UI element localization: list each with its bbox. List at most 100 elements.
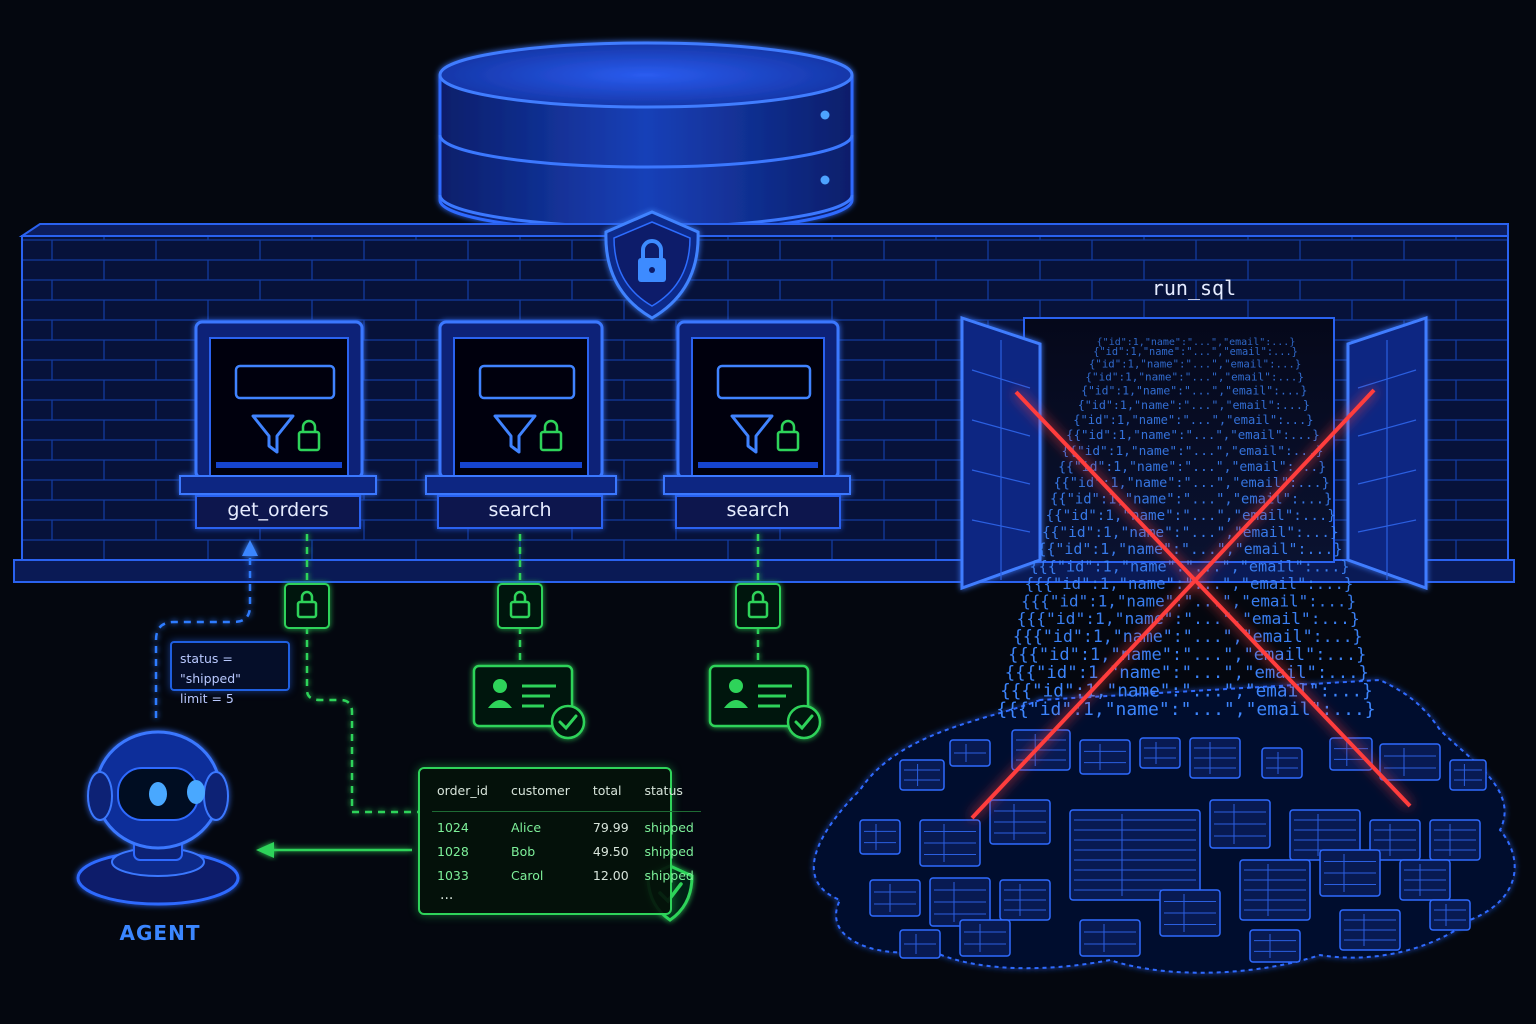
mini-table-icon bbox=[1239, 859, 1311, 921]
cell-total: 79.99 bbox=[592, 820, 629, 835]
data-record-line: {{"id":1,"name":"...","email":...} bbox=[1058, 460, 1326, 475]
mini-table-icon bbox=[1289, 809, 1361, 861]
mini-table-icon bbox=[1429, 819, 1481, 861]
data-flood-records: {"id":1,"name":"...","email":...}{"id":1… bbox=[996, 337, 1375, 720]
data-record-line: {{{"id":1,"name":"...","email":...} bbox=[1025, 575, 1354, 593]
mini-table-icon bbox=[1369, 819, 1421, 861]
param-limit: limit = 5 bbox=[180, 691, 234, 706]
mini-table-icon bbox=[1159, 889, 1221, 937]
result-table: order_id customer total status 1024 Alic… bbox=[432, 779, 701, 884]
mini-table-icon bbox=[1261, 747, 1303, 779]
cell-status: shipped bbox=[644, 820, 694, 835]
mini-table-icon bbox=[869, 879, 921, 917]
data-record-line: {{{"id":1,"name":"...","email":...} bbox=[996, 699, 1375, 720]
data-record-line: {{{"id":1,"name":"...","email":...} bbox=[1008, 645, 1366, 665]
data-record-line: {{"id":1,"name":"...","email":...} bbox=[1042, 525, 1339, 541]
mini-table-icon bbox=[1339, 909, 1401, 951]
mini-table-icon bbox=[929, 877, 991, 927]
data-record-line: {"id":1,"name":"...","email":...} bbox=[1073, 413, 1313, 427]
col-total: total bbox=[587, 779, 640, 812]
blocked-x-icon bbox=[970, 388, 1412, 820]
verified-id-card-icon bbox=[708, 664, 822, 740]
safe-connectors bbox=[305, 534, 760, 814]
col-status: status bbox=[639, 779, 701, 812]
mini-table-icon bbox=[989, 799, 1051, 845]
query-params-box: status = "shipped" limit = 5 bbox=[170, 641, 290, 706]
data-spill-tables bbox=[859, 729, 1487, 963]
lock-icon bbox=[539, 430, 563, 452]
data-record-line: {"id":1,"name":"...","email":...} bbox=[1085, 371, 1304, 384]
cell-customer: Bob bbox=[511, 844, 536, 859]
data-record-line: {"id":1,"name":"...","email":...} bbox=[1078, 398, 1310, 412]
cell-order-id: 1024 bbox=[437, 820, 469, 835]
cell-order-id: 1028 bbox=[437, 844, 469, 859]
mini-table-icon bbox=[1329, 737, 1373, 771]
col-order-id: order_id bbox=[432, 779, 506, 812]
data-record-line: {{"id":1,"name":"...","email":...} bbox=[1053, 475, 1329, 491]
mini-table-icon bbox=[1319, 849, 1381, 897]
lock-icon bbox=[297, 430, 321, 452]
mini-table-icon bbox=[1249, 929, 1301, 963]
verified-id-card-icon bbox=[472, 664, 586, 740]
data-record-line: {{{"id":1,"name":"...","email":...} bbox=[1017, 609, 1360, 628]
mini-table-icon bbox=[899, 929, 941, 959]
mini-table-icon bbox=[959, 919, 1011, 957]
agent-robot-icon bbox=[76, 730, 240, 906]
more-rows-indicator: ... bbox=[440, 887, 454, 903]
request-connector bbox=[154, 540, 258, 718]
table-row: 1024 Alice 79.99 shipped bbox=[432, 812, 701, 837]
mini-table-icon bbox=[1079, 919, 1141, 957]
filter-icon bbox=[493, 414, 537, 454]
param-status: status = "shipped" bbox=[180, 651, 241, 686]
data-record-line: {"id":1,"name":"...","email":...} bbox=[1081, 383, 1307, 397]
mini-table-icon bbox=[899, 759, 945, 791]
agent-label: AGENT bbox=[119, 921, 201, 945]
data-record-line: {{{"id":1,"name":"...","email":...} bbox=[1005, 663, 1369, 683]
cell-customer: Alice bbox=[511, 820, 542, 835]
data-record-line: {{{"id":1,"name":"...","email":...} bbox=[1021, 591, 1356, 610]
data-record-line: {{"id":1,"name":"...","email":...} bbox=[1062, 444, 1324, 459]
mini-table-icon bbox=[1189, 737, 1241, 779]
table-row: 1028 Bob 49.50 shipped bbox=[432, 836, 701, 860]
tool-label-get-orders[interactable]: get_orders bbox=[227, 499, 329, 521]
filter-icon bbox=[251, 414, 295, 454]
data-record-line: {{"id":1,"name":"...","email":...} bbox=[1046, 508, 1336, 524]
mini-table-icon bbox=[1069, 809, 1201, 901]
cell-status: shipped bbox=[644, 868, 694, 883]
cell-customer: Carol bbox=[511, 868, 544, 883]
connector-lock-icon bbox=[735, 583, 781, 629]
tool-label-search-1[interactable]: search bbox=[488, 499, 552, 521]
result-table-card: order_id customer total status 1024 Alic… bbox=[418, 767, 701, 915]
data-record-line: {{{"id":1,"name":"...","email":...} bbox=[1029, 557, 1349, 575]
tool-window-2 bbox=[663, 320, 851, 529]
data-record-line: {"id":1,"name":"...","email":...} bbox=[1089, 357, 1301, 370]
mini-table-icon bbox=[1399, 859, 1451, 901]
mini-table-icon bbox=[919, 819, 981, 867]
mini-table-icon bbox=[999, 879, 1051, 921]
cell-order-id: 1033 bbox=[437, 868, 469, 883]
cell-total: 49.50 bbox=[592, 844, 629, 859]
data-record-line: {{"id":1,"name":"...","email":...} bbox=[1038, 540, 1343, 558]
data-record-line: {"id":1,"name":"...","email":...} bbox=[1097, 337, 1296, 348]
data-record-line: {{"id":1,"name":"...","email":...} bbox=[1050, 491, 1332, 507]
database-icon bbox=[438, 41, 854, 234]
mini-table-icon bbox=[1379, 743, 1441, 781]
cell-status: shipped bbox=[644, 844, 694, 859]
col-customer: customer bbox=[506, 779, 588, 812]
mini-table-icon bbox=[1449, 759, 1487, 791]
mini-table-icon bbox=[949, 739, 991, 767]
security-shield-icon bbox=[604, 210, 700, 320]
data-record-line: {"id":1,"name":"...","email":...} bbox=[1093, 346, 1298, 358]
table-row: 1033 Carol 12.00 shipped bbox=[432, 860, 701, 884]
tool-label-search-2[interactable]: search bbox=[726, 499, 790, 521]
cell-total: 12.00 bbox=[592, 868, 629, 883]
mini-table-icon bbox=[1079, 739, 1131, 775]
tool-label-run-sql[interactable]: run_sql bbox=[1151, 276, 1237, 300]
connector-lock-icon bbox=[284, 583, 330, 629]
mini-table-icon bbox=[1209, 799, 1271, 849]
mini-table-icon bbox=[1429, 899, 1471, 931]
tool-window-1 bbox=[425, 320, 617, 529]
mini-table-icon bbox=[859, 819, 901, 855]
data-record-line: {{{"id":1,"name":"...","email":...} bbox=[1013, 627, 1363, 646]
